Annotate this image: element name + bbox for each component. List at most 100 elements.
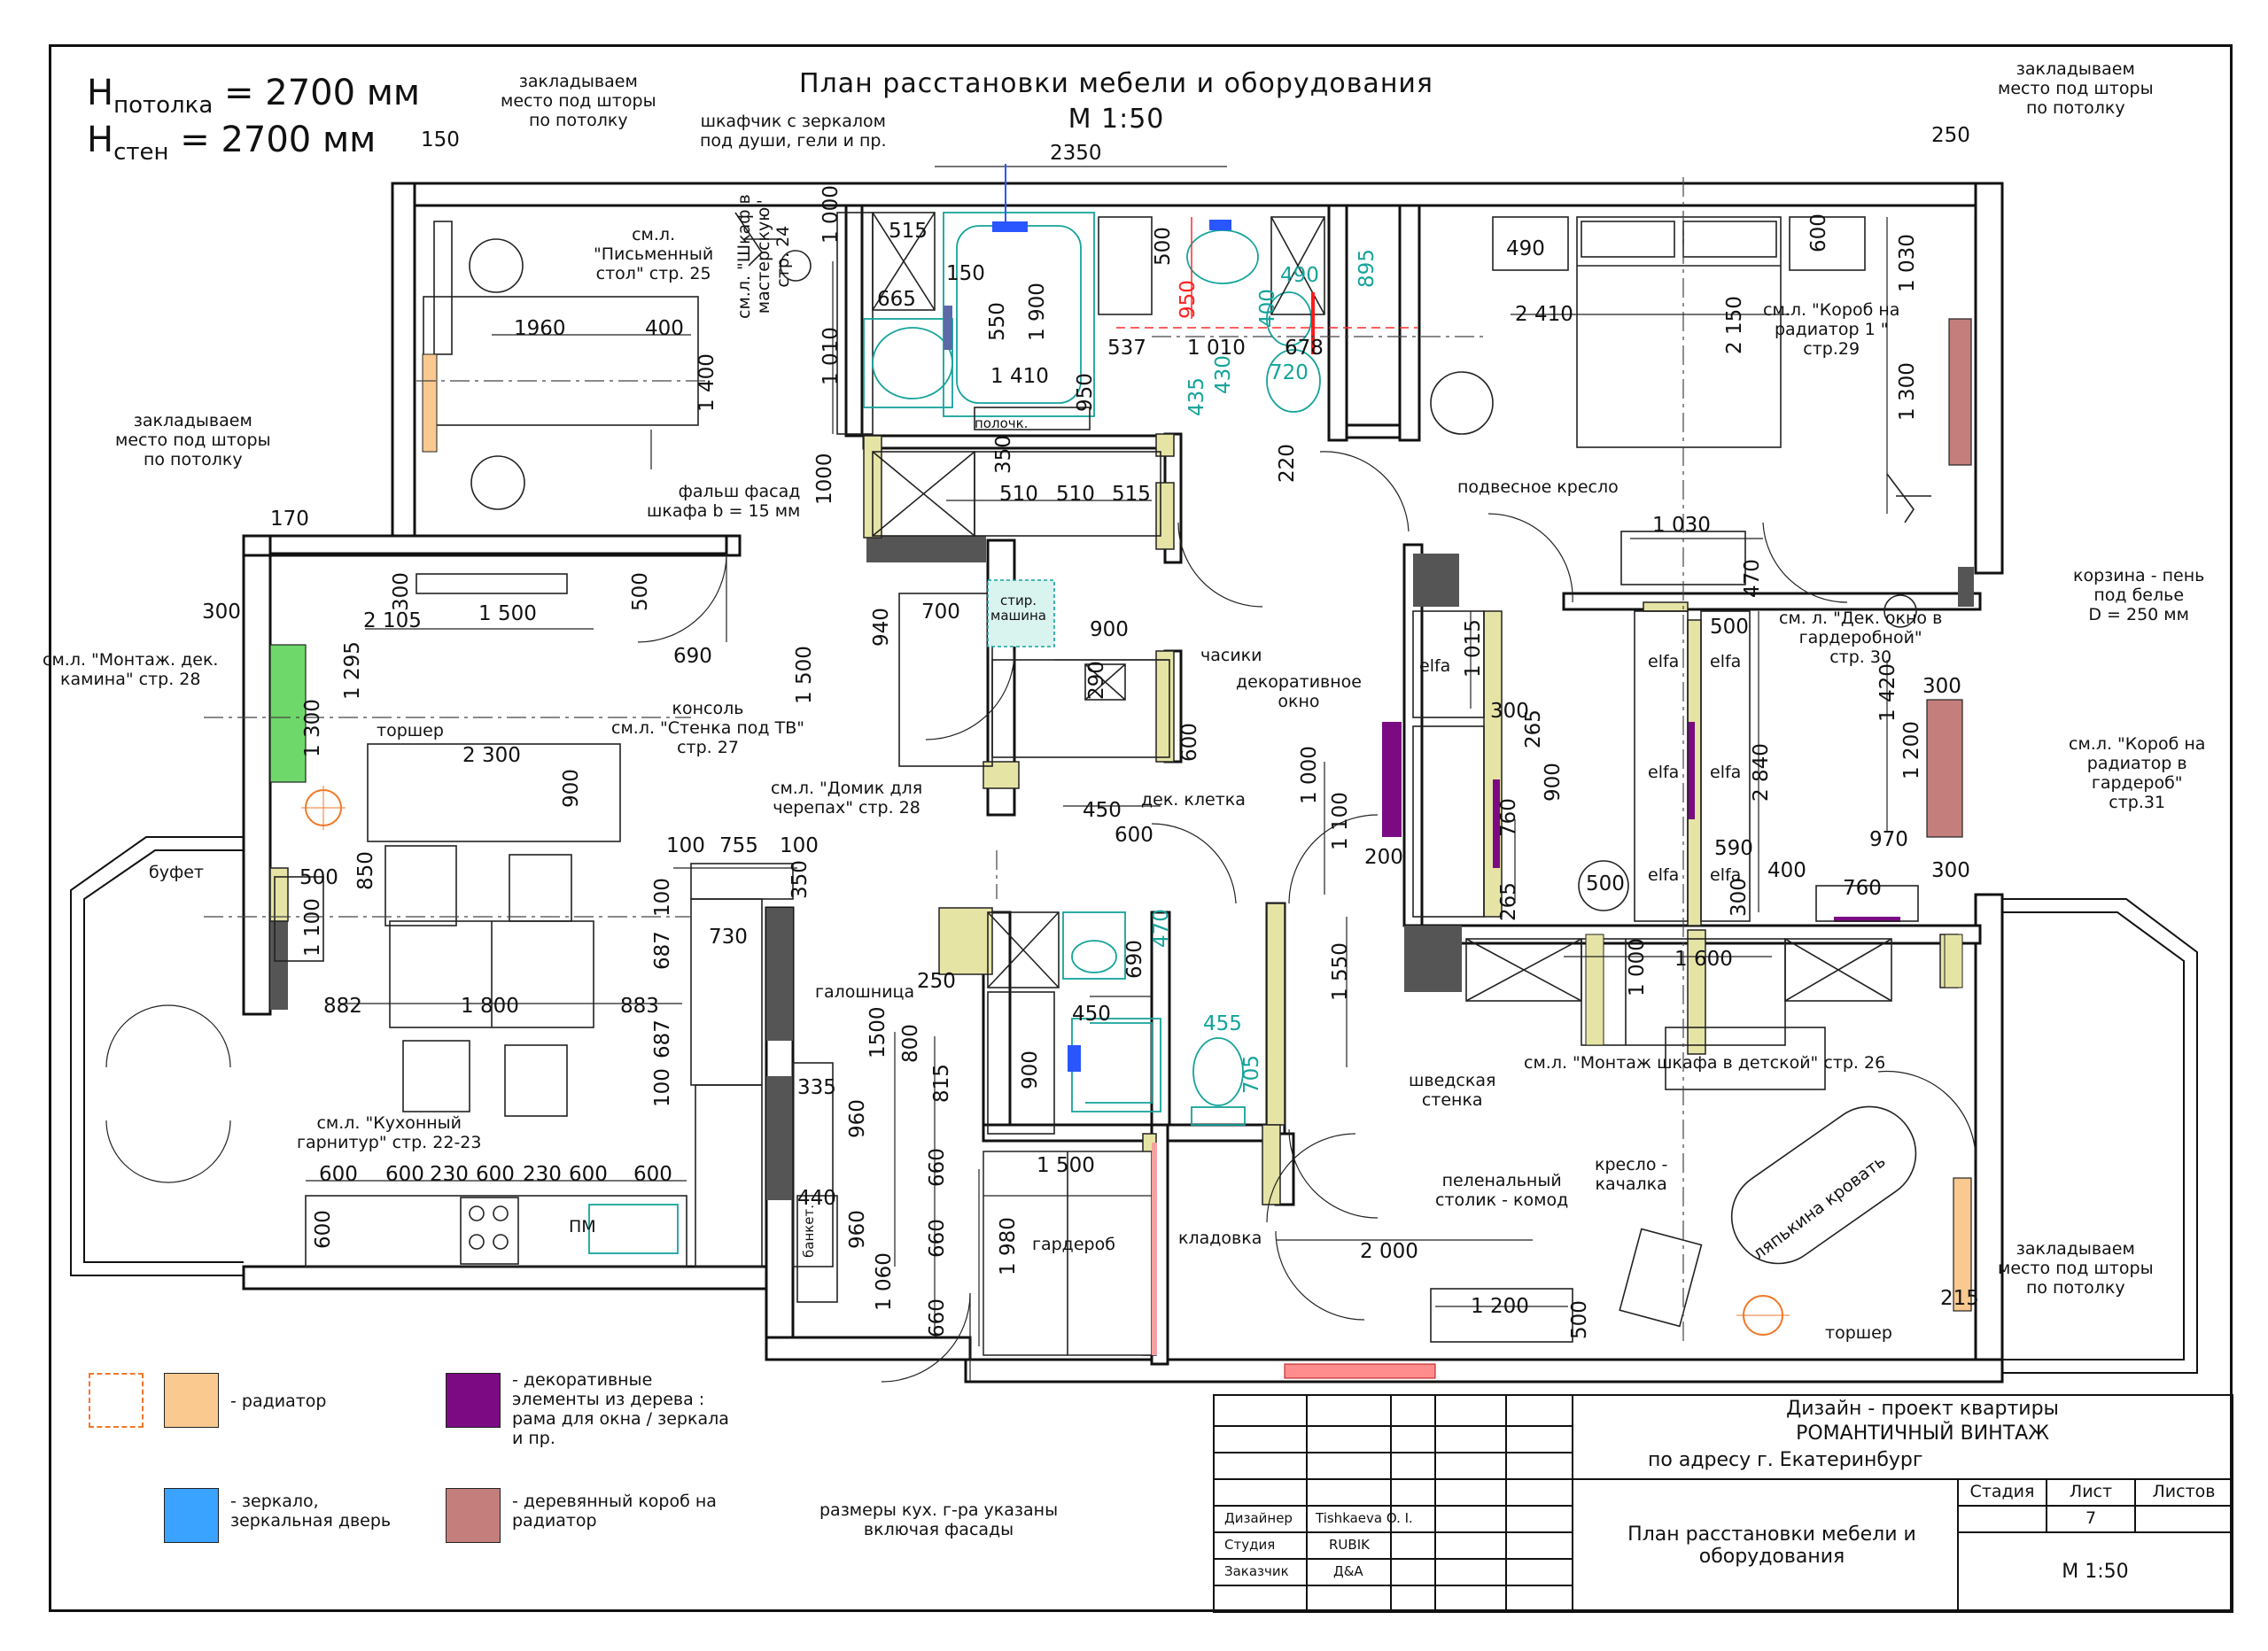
note-fireplace: см.л. "Монтаж. дек. камина" стр. 28: [43, 650, 219, 689]
tb-sheet-number: 7: [2085, 1508, 2097, 1528]
dim: 100: [666, 834, 705, 857]
dim: 515: [1112, 483, 1151, 506]
tb-client-label: Заказчик: [1224, 1563, 1289, 1579]
dim: 400: [645, 317, 684, 340]
label-shelf: полочк.: [975, 415, 1029, 431]
note-false-facade: фальш фасад шкафа b = 15 мм: [647, 482, 801, 521]
drawing-title: План расстановки мебели и оборудования: [799, 68, 1433, 99]
dim: 690: [673, 645, 712, 668]
dim: 600: [1115, 824, 1153, 847]
wardrobe-room: [1382, 594, 1963, 922]
legend-swatch-radiator-box: [446, 1488, 501, 1543]
label-elfa-3: elfa: [1710, 652, 1742, 671]
dim: 450: [1072, 1003, 1111, 1026]
dim: 100: [780, 834, 819, 857]
tb-sheet-header: Лист: [2069, 1482, 2113, 1501]
label-dec-window: декоративное окно: [1236, 672, 1362, 711]
dim: 600: [569, 1163, 608, 1186]
label-floor-lamp-1: торшер: [377, 721, 444, 740]
dim: 678: [1285, 337, 1324, 360]
label-rocking-chair: кресло - качалка: [1595, 1155, 1668, 1194]
drawing-scale: М 1:50: [1068, 104, 1165, 135]
bathroom-bottom: [987, 911, 1246, 1135]
note-basket: корзина - пень под белье D = 250 мм: [2073, 566, 2205, 624]
dim: 490: [1280, 264, 1319, 287]
note-kids-wardrobe: см.л. "Монтаж шкафа в детской" стр. 26: [1524, 1053, 1886, 1073]
dim: 882: [323, 995, 362, 1018]
dim: 510: [1056, 483, 1095, 506]
dim: 883: [620, 995, 659, 1018]
label-washer: стир. машина: [990, 593, 1046, 624]
legend-swatch-mirror: [164, 1488, 219, 1543]
label-hanging-chair: подвесное кресло: [1457, 477, 1619, 497]
dim: 700: [921, 601, 960, 624]
tb-stage-header: Стадия: [1969, 1482, 2035, 1501]
dim-curtain-4: 215: [1940, 1287, 1979, 1310]
tb-client-value: Д&А: [1333, 1563, 1363, 1579]
dim: 450: [1083, 799, 1122, 822]
dim-curtain-1: 150: [421, 128, 460, 151]
note-radiator-box-1: см.л. "Короб на радиатор 1 " стр.29: [1763, 300, 1900, 359]
note-curtain-3: закладываем место под шторы по потолку: [115, 411, 271, 469]
label-floor-lamp-2: торшер: [1825, 1323, 1892, 1343]
label-elfa-5: elfa: [1710, 763, 1742, 782]
label-elfa-4: elfa: [1648, 763, 1680, 782]
dim: 537: [1107, 337, 1146, 360]
dim: 1 800: [461, 995, 519, 1018]
dimension-lines: [306, 166, 1888, 1346]
note-dec-window-wardrobe: см. л. "Дек. окно в гардеробной" стр. 30: [1779, 608, 1943, 667]
legend-wood-decor: - декоративные элементы из дерева : рама…: [512, 1370, 729, 1448]
living-furniture: [269, 573, 1153, 1356]
dim: 300: [202, 601, 241, 624]
storage-furniture: [872, 451, 1170, 767]
dim: 1 600: [1674, 948, 1733, 971]
label-elfa-2: elfa: [1648, 652, 1680, 671]
label-clock: часики: [1200, 646, 1262, 665]
walls: [70, 182, 2198, 1384]
infill-walls: [269, 433, 1959, 1356]
tb-sheet-title: План расстановки мебели и оборудования: [1627, 1523, 1916, 1569]
dim: 2 300: [462, 744, 521, 767]
dim: 300: [1490, 700, 1529, 723]
label-elfa-6: elfa: [1648, 865, 1680, 885]
note-console: консоль см.л. "Стенка под ТВ" стр. 27: [611, 699, 804, 757]
dim: 665: [877, 288, 916, 311]
dim: 500: [1710, 616, 1749, 639]
label-changing-table: пеленальный столик - комод: [1435, 1171, 1569, 1210]
dim: 600: [319, 1163, 358, 1186]
label-elfa-1: elfa: [1419, 656, 1451, 676]
tb-designer-value: Tishkaeva O. I.: [1316, 1510, 1413, 1526]
tb-scale: М 1:50: [2062, 1561, 2129, 1583]
note-curtain-1: закладываем место под шторы по потолку: [501, 72, 656, 130]
dim: 600: [385, 1163, 424, 1186]
legend-radiator: - радиатор: [230, 1391, 327, 1411]
dim: 515: [889, 220, 928, 243]
dim: 150: [946, 262, 985, 285]
wall-height: Нстен = 2700 мм: [87, 120, 377, 166]
legend-swatch-wood: [446, 1373, 501, 1428]
axes: [204, 177, 1684, 1346]
note-mirror-cabinet: шкафчик с зеркалом под души, гели и пр.: [700, 112, 887, 151]
legend-radiator-box: - деревянный короб на радиатор: [512, 1492, 717, 1531]
dim: 490: [1506, 237, 1545, 260]
label-elfa-7: elfa: [1710, 865, 1742, 885]
note-kitchen: см.л. "Кухонный гарнитур" стр. 22-23: [297, 1113, 482, 1152]
label-dec-cage: дек. клетка: [1141, 790, 1246, 810]
label-pm: ПМ: [569, 1217, 596, 1236]
dim: 900: [1090, 618, 1129, 641]
dim: 1 030: [1652, 514, 1711, 537]
tb-studio-label: Студия: [1224, 1537, 1276, 1553]
legend-swatch-radiator: [164, 1373, 219, 1428]
dim: 1960: [514, 317, 566, 340]
dim: 760: [1843, 877, 1882, 900]
note-curtain-2: закладываем место под шторы по потолку: [1998, 59, 2154, 118]
label-buffet: буфет: [149, 863, 204, 882]
dim: 510: [999, 483, 1038, 506]
note-curtain-4: закладываем место под шторы по потолку: [1998, 1239, 2154, 1298]
label-shoe-rack: галошница: [815, 982, 915, 1002]
dim: 2 410: [1515, 303, 1573, 326]
label-swedish-wall: шведская стенка: [1409, 1071, 1496, 1110]
note-desk: см.л. "Письменный стол" стр. 25: [594, 225, 714, 283]
